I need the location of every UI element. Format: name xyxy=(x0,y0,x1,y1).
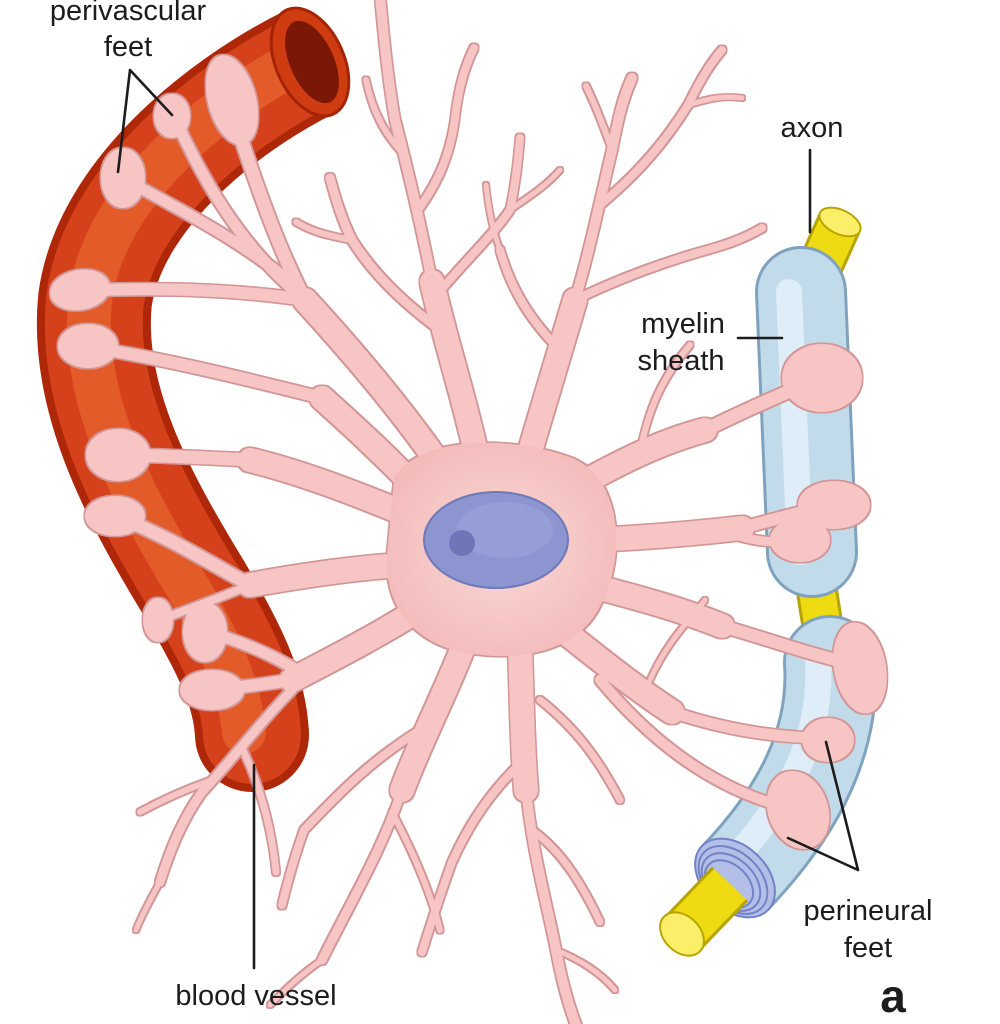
perivascular-feet-leader xyxy=(116,68,174,174)
astrocyte-process xyxy=(278,726,424,909)
astrocyte-process xyxy=(536,696,624,804)
astrocyte-process xyxy=(528,826,604,926)
perivascular-foot xyxy=(86,429,150,481)
astrocyte-process xyxy=(571,224,766,304)
astrocyte-process xyxy=(280,600,427,692)
astrocyte-process xyxy=(414,44,478,214)
perivascular-foot xyxy=(183,602,227,662)
labels: perivascular feet axon myelin sheath per… xyxy=(50,0,933,1022)
astrocyte-process xyxy=(595,675,800,815)
perineural-foot xyxy=(782,344,862,412)
astrocyte-process xyxy=(325,173,445,335)
perivascular-foot xyxy=(180,670,244,710)
astrocyte-process xyxy=(483,182,503,253)
astrocyte-process xyxy=(155,685,297,887)
perivascular-foot xyxy=(143,598,173,642)
astrocyte-process xyxy=(553,947,618,993)
nucleolus xyxy=(449,530,475,556)
astrocyte-process xyxy=(516,288,587,470)
axon-label: axon xyxy=(781,112,844,144)
astrocyte-process xyxy=(521,785,582,1024)
astrocyte-process xyxy=(293,219,355,243)
panel-letter: a xyxy=(880,970,906,1022)
perivascular-feet-label-line1: perivascular xyxy=(50,0,207,27)
perivascular-foot xyxy=(50,269,110,311)
astrocyte-process xyxy=(89,342,328,404)
astrocyte-process xyxy=(86,283,311,306)
astrocyte-process xyxy=(420,270,490,474)
astrocyte-process xyxy=(418,756,528,956)
perivascular-foot xyxy=(85,496,145,536)
perineural-foot xyxy=(833,622,887,714)
astrocyte-process xyxy=(238,744,280,876)
axon-top-end xyxy=(818,206,862,238)
astrocyte-process xyxy=(508,636,538,802)
astrocyte-process xyxy=(570,73,637,305)
astrocyte-process xyxy=(233,128,312,307)
astrocyte-process xyxy=(507,167,563,213)
astrocyte-process xyxy=(647,597,708,683)
astrocyte-process xyxy=(389,809,443,933)
astrocyte-process xyxy=(238,553,414,597)
astrocyte-process xyxy=(238,448,420,527)
perivascular-foot xyxy=(58,324,118,368)
perineural-foot xyxy=(770,518,830,562)
perivascular-feet-label-line2: feet xyxy=(104,31,152,63)
astrocyte-process xyxy=(583,83,615,153)
perineural-feet-label-line1: perineural xyxy=(804,895,933,927)
nucleus-highlight xyxy=(457,502,553,558)
axon-bottom-end xyxy=(659,911,705,957)
astrocyte-process xyxy=(363,77,403,153)
astrocyte-process xyxy=(267,957,325,1008)
astrocyte-process xyxy=(596,46,726,209)
astrocyte-upper-branches xyxy=(293,0,766,354)
myelin-sheath-label-line1: myelin xyxy=(641,308,725,340)
astrocyte-process xyxy=(124,176,296,288)
astrocyte-process xyxy=(496,246,564,354)
astrocyte-primary-processes xyxy=(238,270,754,802)
perineural-feet-label-line2: feet xyxy=(844,932,892,964)
myelin-sheath-label-line2: sheath xyxy=(637,345,724,377)
astrocyte-lower-branches xyxy=(133,685,624,1024)
astrocyte-process xyxy=(548,616,684,724)
leader-lines xyxy=(116,68,860,970)
perineural-foot xyxy=(798,481,870,529)
perineural-foot xyxy=(766,771,830,849)
perineural-feet xyxy=(766,344,887,849)
blood-vessel-lumen xyxy=(285,20,339,104)
astrocyte-process xyxy=(375,0,437,287)
perivascular-foot xyxy=(205,55,259,145)
myelin-lower-highlight xyxy=(715,649,832,879)
astrocyte-process xyxy=(685,94,745,108)
astrocyte-process xyxy=(390,638,474,802)
astrocyte-process xyxy=(133,879,163,933)
perivascular-feet xyxy=(50,55,259,710)
nucleus xyxy=(423,491,569,589)
astrocyte-process xyxy=(317,785,407,965)
perineural-foot xyxy=(802,718,854,762)
astrocyte-process xyxy=(137,777,215,815)
astrocyte-process xyxy=(637,342,693,455)
perineural-feet-leader xyxy=(786,740,860,872)
blood-vessel-label: blood vessel xyxy=(175,980,336,1012)
perivascular-foot xyxy=(101,148,145,208)
astrocyte xyxy=(50,0,887,1024)
